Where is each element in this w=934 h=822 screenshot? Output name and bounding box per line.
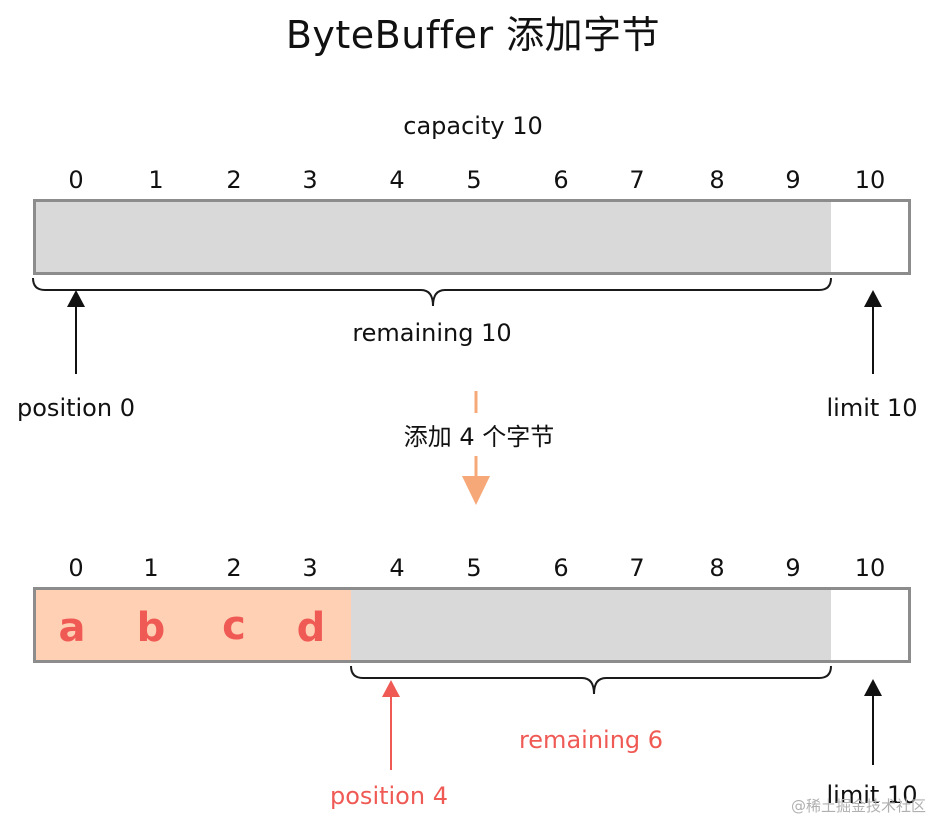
bottom-limit-arrow xyxy=(864,679,882,765)
top-index-10: 10 xyxy=(854,166,886,194)
top-index-4: 4 xyxy=(389,166,405,194)
bottom-cell-8 xyxy=(671,587,752,663)
add-bytes-label: 添加 4 个字节 xyxy=(403,423,555,451)
bottom-cell-0 xyxy=(33,587,112,663)
top-cell-9 xyxy=(751,199,832,275)
diagram-title: ByteBuffer 添加字节 xyxy=(285,13,661,57)
top-index-3: 3 xyxy=(302,166,318,194)
bottom-index-1: 1 xyxy=(143,554,159,582)
bottom-index-5: 5 xyxy=(466,554,482,582)
top-remaining-brace xyxy=(32,277,832,307)
capacity-label: capacity 10 xyxy=(403,112,543,140)
bottom-index-8: 8 xyxy=(709,554,725,582)
bottom-cell-7 xyxy=(591,587,672,663)
top-index-7: 7 xyxy=(629,166,645,194)
top-index-6: 6 xyxy=(553,166,569,194)
top-cell-10 xyxy=(831,199,911,275)
bottom-cell-5 xyxy=(431,587,512,663)
top-index-9: 9 xyxy=(785,166,801,194)
bottom-index-9: 9 xyxy=(785,554,801,582)
bottom-remaining-label: remaining 6 xyxy=(518,726,664,754)
top-limit-label: limit 10 xyxy=(826,394,918,422)
bottom-cell-10 xyxy=(831,587,911,663)
bottom-limit-label: limit 10 xyxy=(826,781,918,809)
top-cell-4 xyxy=(351,199,432,275)
bottom-index-0: 0 xyxy=(68,554,84,582)
top-cell-7 xyxy=(591,199,672,275)
bottom-cell-2 xyxy=(191,587,272,663)
top-position-arrow xyxy=(67,290,85,374)
top-cell-2 xyxy=(191,199,272,275)
byte-letter-a: a xyxy=(58,605,86,651)
top-cell-0 xyxy=(33,199,112,275)
bottom-index-2: 2 xyxy=(226,554,242,582)
bottom-position-arrow xyxy=(382,680,400,770)
byte-letter-d: d xyxy=(296,605,326,651)
bottom-position-label: position 4 xyxy=(330,782,448,810)
add-bytes-down-arrow xyxy=(462,391,490,505)
top-cell-6 xyxy=(511,199,592,275)
top-index-8: 8 xyxy=(709,166,725,194)
top-index-2: 2 xyxy=(226,166,242,194)
bottom-cell-9 xyxy=(751,587,832,663)
bottom-cell-3 xyxy=(271,587,352,663)
top-index-0: 0 xyxy=(68,166,84,194)
bottom-cell-1 xyxy=(111,587,192,663)
byte-letter-c: c xyxy=(222,603,246,649)
bottom-index-6: 6 xyxy=(553,554,569,582)
top-index-5: 5 xyxy=(466,166,482,194)
bottom-cell-6 xyxy=(511,587,592,663)
bottom-index-3: 3 xyxy=(302,554,318,582)
top-remaining-label: remaining 10 xyxy=(352,319,512,347)
top-limit-arrow xyxy=(864,290,882,374)
top-cell-3 xyxy=(271,199,352,275)
top-cell-8 xyxy=(671,199,752,275)
bottom-remaining-brace xyxy=(350,665,832,695)
top-position-label: position 0 xyxy=(17,394,135,422)
top-index-1: 1 xyxy=(148,166,164,194)
watermark: @稀土掘金技术社区 xyxy=(790,797,926,815)
bottom-index-7: 7 xyxy=(629,554,645,582)
byte-letter-b: b xyxy=(136,605,166,651)
bottom-index-4: 4 xyxy=(389,554,405,582)
bottom-index-10: 10 xyxy=(854,554,886,582)
